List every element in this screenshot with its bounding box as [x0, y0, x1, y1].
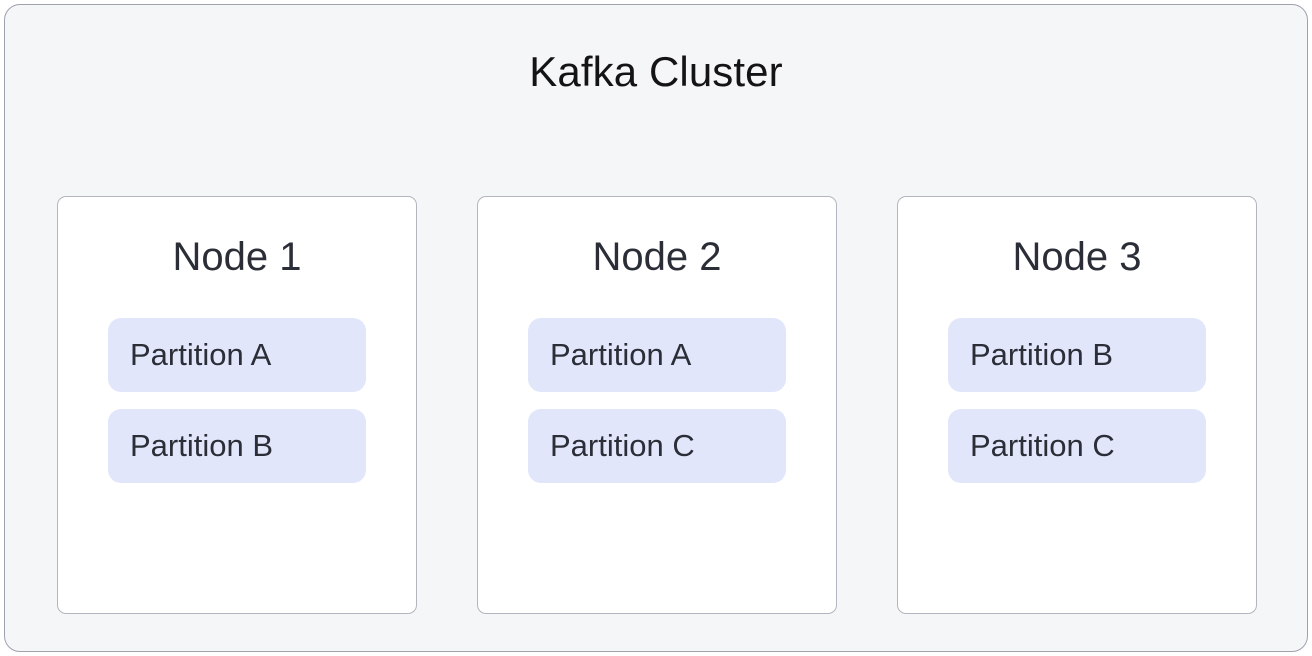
node-title-1: Node 1 [172, 235, 302, 279]
cluster-title: Kafka Cluster [529, 48, 783, 95]
node-card-3[interactable]: Node 3 Partition B Partition C [897, 196, 1257, 614]
node-card-2[interactable]: Node 2 Partition A Partition C [477, 196, 837, 614]
partition-label: Partition A [130, 337, 272, 372]
node-card-1[interactable]: Node 1 Partition A Partition B [57, 196, 417, 614]
partition-label: Partition B [970, 337, 1114, 372]
partition-label: Partition C [550, 428, 695, 463]
partition-label: Partition A [550, 337, 692, 372]
partition-list-3: Partition B Partition C [898, 318, 1256, 483]
partition-list-1: Partition A Partition B [58, 318, 416, 483]
kafka-cluster-container: Kafka Cluster Node 1 Partition A Partiti… [4, 4, 1308, 652]
partition-pill[interactable]: Partition A [528, 318, 786, 392]
partition-pill[interactable]: Partition B [108, 409, 366, 483]
partition-pill[interactable]: Partition B [948, 318, 1206, 392]
partition-label: Partition B [130, 428, 274, 463]
partition-pill[interactable]: Partition C [948, 409, 1206, 483]
node-list: Node 1 Partition A Partition B Node 2 Pa… [57, 196, 1257, 614]
partition-pill[interactable]: Partition A [108, 318, 366, 392]
node-title-3: Node 3 [1012, 235, 1142, 279]
partition-pill[interactable]: Partition C [528, 409, 786, 483]
partition-list-2: Partition A Partition C [478, 318, 836, 483]
node-title-2: Node 2 [592, 235, 722, 279]
partition-label: Partition C [970, 428, 1115, 463]
